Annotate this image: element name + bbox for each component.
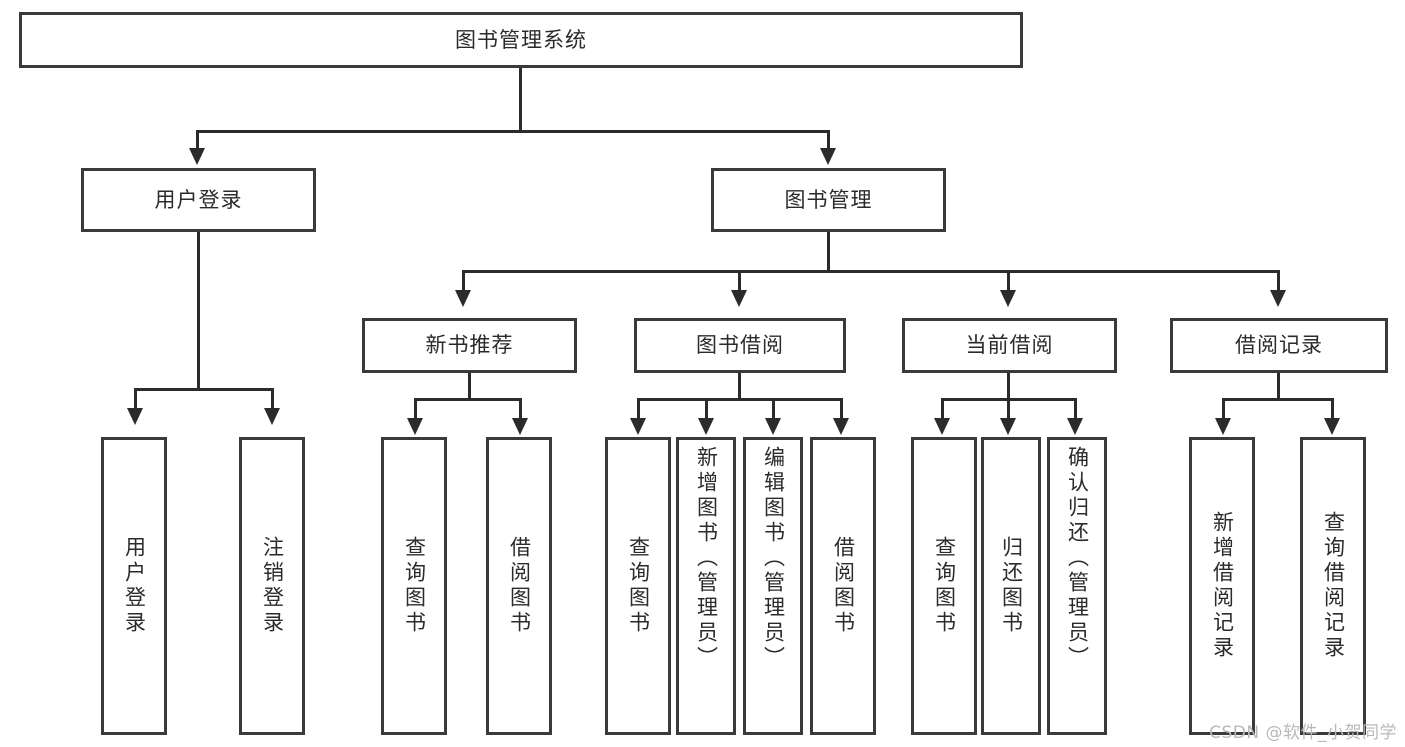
leaf-borrow-books-recommend[interactable]: 借阅图书 bbox=[486, 437, 552, 735]
edge-bookmgmt-drop-3 bbox=[1007, 270, 1010, 292]
leaf-query-books-recommend-label: 查询图书 bbox=[402, 536, 427, 636]
node-current-borrow-label: 当前借阅 bbox=[965, 333, 1054, 358]
leaf-logout-label: 注销登录 bbox=[260, 536, 285, 636]
node-current-borrow[interactable]: 当前借阅 bbox=[902, 318, 1117, 373]
edge-login-bus bbox=[134, 388, 274, 391]
arrow-borrow-to-leaf-3 bbox=[765, 418, 781, 435]
edge-records-drop-2 bbox=[1331, 398, 1334, 420]
leaf-user-login[interactable]: 用户登录 bbox=[101, 437, 167, 735]
arrow-login-to-leaf-1 bbox=[127, 408, 143, 425]
edge-bookmgmt-drop-2 bbox=[738, 270, 741, 292]
leaf-confirm-return-admin-label: 确认归还（管理员） bbox=[1065, 446, 1090, 671]
edge-root-to-bookmgmt bbox=[827, 130, 830, 150]
leaf-query-borrow-record-label: 查询借阅记录 bbox=[1321, 511, 1346, 661]
node-user-login[interactable]: 用户登录 bbox=[81, 168, 316, 232]
leaf-query-borrow-record[interactable]: 查询借阅记录 bbox=[1300, 437, 1366, 735]
node-borrow-records-label: 借阅记录 bbox=[1235, 333, 1323, 358]
edge-current-drop-3 bbox=[1074, 398, 1077, 420]
edge-current-stem bbox=[1007, 373, 1010, 400]
edge-newbook-drop-2 bbox=[519, 398, 522, 420]
edge-bookmgmt-bus bbox=[462, 270, 1280, 273]
leaf-borrow-books-recommend-label: 借阅图书 bbox=[507, 536, 532, 636]
leaf-logout[interactable]: 注销登录 bbox=[239, 437, 305, 735]
edge-borrow-stem bbox=[738, 373, 741, 400]
csdn-watermark: CSDN @软件_小贺同学 bbox=[1209, 723, 1397, 743]
leaf-edit-book-admin-label: 编辑图书（管理员） bbox=[761, 446, 786, 671]
arrow-root-to-bookmgmt bbox=[820, 148, 836, 165]
leaf-return-books[interactable]: 归还图书 bbox=[981, 437, 1041, 735]
leaf-add-borrow-record-label: 新增借阅记录 bbox=[1210, 511, 1235, 661]
node-new-book-recommend[interactable]: 新书推荐 bbox=[362, 318, 577, 373]
arrow-bookmgmt-to-borrow bbox=[731, 290, 747, 307]
edge-root-stem bbox=[519, 68, 522, 130]
node-root-label: 图书管理系统 bbox=[455, 27, 587, 52]
edge-current-drop-2 bbox=[1007, 398, 1010, 420]
edge-borrow-drop-2 bbox=[705, 398, 708, 420]
edge-login-drop-2 bbox=[271, 388, 274, 410]
node-root[interactable]: 图书管理系统 bbox=[19, 12, 1023, 68]
edge-borrow-bus bbox=[637, 398, 843, 401]
arrow-records-to-leaf-1 bbox=[1215, 418, 1231, 435]
arrow-newbook-to-leaf-1 bbox=[407, 418, 423, 435]
leaf-add-book-admin-label: 新增图书（管理员） bbox=[694, 446, 719, 671]
arrow-login-to-leaf-2 bbox=[264, 408, 280, 425]
edge-newbook-drop-1 bbox=[414, 398, 417, 420]
leaf-borrow-books[interactable]: 借阅图书 bbox=[810, 437, 876, 735]
node-book-borrow-label: 图书借阅 bbox=[696, 333, 784, 358]
leaf-query-books-current-label: 查询图书 bbox=[932, 536, 957, 636]
node-new-book-recommend-label: 新书推荐 bbox=[425, 333, 514, 358]
leaf-query-books-borrow[interactable]: 查询图书 bbox=[605, 437, 671, 735]
arrow-current-to-leaf-2 bbox=[1000, 418, 1016, 435]
arrow-borrow-to-leaf-1 bbox=[630, 418, 646, 435]
leaf-query-books-recommend[interactable]: 查询图书 bbox=[381, 437, 447, 735]
arrow-newbook-to-leaf-2 bbox=[512, 418, 528, 435]
arrow-current-to-leaf-1 bbox=[934, 418, 950, 435]
edge-borrow-drop-3 bbox=[772, 398, 775, 420]
leaf-borrow-books-label: 借阅图书 bbox=[831, 536, 856, 636]
arrow-current-to-leaf-3 bbox=[1067, 418, 1083, 435]
node-book-management-label: 图书管理 bbox=[784, 187, 873, 212]
node-book-borrow[interactable]: 图书借阅 bbox=[634, 318, 846, 373]
edge-bookmgmt-stem bbox=[827, 232, 830, 272]
edge-records-drop-1 bbox=[1222, 398, 1225, 420]
leaf-query-books-borrow-label: 查询图书 bbox=[626, 536, 651, 636]
leaf-user-login-label: 用户登录 bbox=[122, 536, 147, 636]
arrow-borrow-to-leaf-4 bbox=[833, 418, 849, 435]
arrow-bookmgmt-to-new-books bbox=[455, 290, 471, 307]
edge-bookmgmt-drop-1 bbox=[462, 270, 465, 292]
edge-borrow-drop-4 bbox=[840, 398, 843, 420]
edge-borrow-drop-1 bbox=[637, 398, 640, 420]
node-book-management[interactable]: 图书管理 bbox=[711, 168, 946, 232]
edge-records-bus bbox=[1222, 398, 1334, 401]
arrow-records-to-leaf-2 bbox=[1324, 418, 1340, 435]
edge-records-stem bbox=[1277, 373, 1280, 400]
edge-root-to-login bbox=[196, 130, 199, 150]
arrow-borrow-to-leaf-2 bbox=[698, 418, 714, 435]
edge-current-drop-1 bbox=[941, 398, 944, 420]
edge-newbook-stem bbox=[468, 373, 471, 400]
leaf-edit-book-admin[interactable]: 编辑图书（管理员） bbox=[743, 437, 803, 735]
arrow-bookmgmt-to-records bbox=[1270, 290, 1286, 307]
arrow-root-to-login bbox=[189, 148, 205, 165]
edge-bookmgmt-drop-4 bbox=[1277, 270, 1280, 292]
edge-root-bus bbox=[196, 130, 830, 133]
leaf-confirm-return-admin[interactable]: 确认归还（管理员） bbox=[1047, 437, 1107, 735]
leaf-query-books-current[interactable]: 查询图书 bbox=[911, 437, 977, 735]
leaf-add-borrow-record[interactable]: 新增借阅记录 bbox=[1189, 437, 1255, 735]
node-user-login-label: 用户登录 bbox=[154, 187, 243, 212]
leaf-add-book-admin[interactable]: 新增图书（管理员） bbox=[676, 437, 736, 735]
edge-newbook-bus bbox=[414, 398, 522, 401]
edge-login-drop-1 bbox=[134, 388, 137, 410]
arrow-bookmgmt-to-current bbox=[1000, 290, 1016, 307]
edge-login-stem bbox=[197, 232, 200, 390]
leaf-return-books-label: 归还图书 bbox=[999, 536, 1024, 636]
node-borrow-records[interactable]: 借阅记录 bbox=[1170, 318, 1388, 373]
